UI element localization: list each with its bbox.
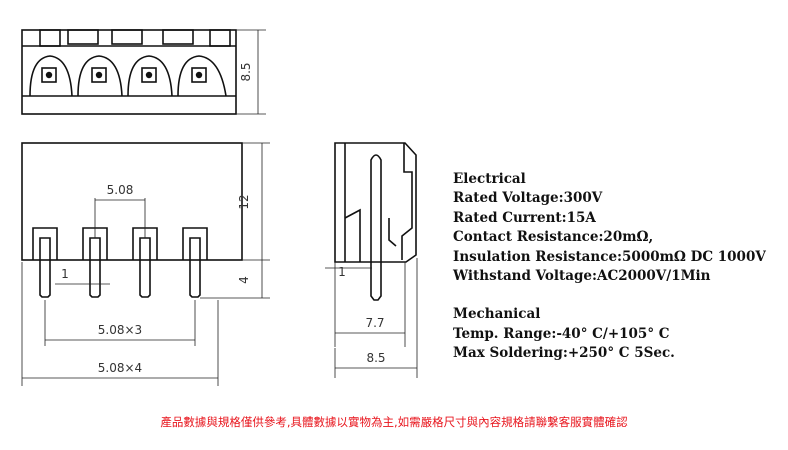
- dim-side-pin: 7.7: [365, 316, 384, 330]
- top-view: 8.5: [21, 29, 266, 115]
- dim-pin-length: 4: [237, 276, 251, 284]
- contact-resistance: Contact Resistance:20mΩ,: [453, 229, 654, 246]
- dim-pitch: 5.08: [107, 183, 134, 197]
- dim-pin-offset-side: 1: [338, 265, 346, 279]
- front-view: 5.08 12 4 1 5.08×3 5.08×4: [21, 142, 270, 386]
- dim-side-depth: 8.5: [366, 351, 385, 365]
- withstand-voltage: Withstand Voltage:AC2000V/1Min: [453, 268, 711, 285]
- dim-body-height: 12: [237, 194, 251, 209]
- specifications: Electrical Rated Voltage:300V Rated Curr…: [453, 170, 766, 364]
- temp-range: Temp. Range:-40° C/+105° C: [453, 325, 670, 342]
- max-soldering: Max Soldering:+250° C 5Sec.: [453, 345, 675, 362]
- dim-top-height: 8.5: [239, 62, 253, 81]
- electrical-title: Electrical: [453, 171, 526, 187]
- pins: [39, 237, 201, 298]
- mechanical-title: Mechanical: [453, 306, 541, 323]
- side-view: 1 7.7 8.5: [325, 142, 418, 378]
- screw-holes: [41, 67, 207, 83]
- footer-note: 產品數據與規格僅供參考,具體數據以實物為主,如需嚴格尺寸與內容規格請聯繫客服實體…: [160, 415, 628, 429]
- dim-span-4: 5.08×4: [98, 361, 142, 375]
- rated-voltage: Rated Voltage:300V: [453, 190, 603, 207]
- dim-span-3: 5.08×3: [98, 323, 142, 337]
- rated-current: Rated Current:15A: [453, 209, 596, 226]
- insulation-resistance: Insulation Resistance:5000mΩ DC 1000V: [453, 248, 766, 265]
- spec-gap: [453, 286, 766, 305]
- dim-pin-offset-front: 1: [61, 267, 69, 281]
